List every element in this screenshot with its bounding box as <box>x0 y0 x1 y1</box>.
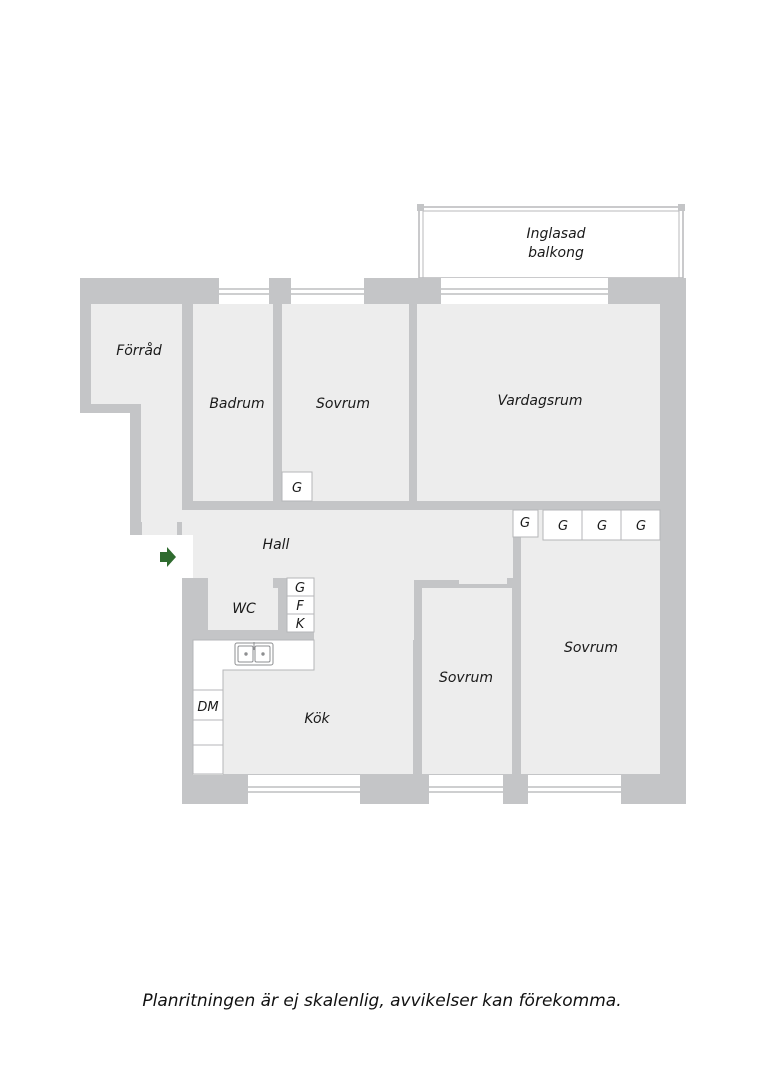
room-label-forrad: Förråd <box>116 342 162 359</box>
wardrobe-3 <box>620 509 661 541</box>
entrance-arrow-icon <box>160 547 176 567</box>
kitchen-sink-icon <box>234 642 274 666</box>
cabinet-label-k-hall: K <box>296 617 306 632</box>
cabinet-label-g-hall: G <box>295 581 305 596</box>
cabinet-label-g-sovrum: G <box>292 481 302 496</box>
room-label-vardagsrum: Vardagsrum <box>498 393 583 409</box>
cabinet-label-dm: DM <box>197 700 218 715</box>
cabinet-label-g-wardrobe-2: G <box>597 519 607 534</box>
room-label-hall: Hall <box>263 537 290 553</box>
room-label-sovrum-middle: Sovrum <box>439 670 493 686</box>
cabinet-g-hall-right <box>512 509 539 538</box>
window-kok <box>248 775 360 804</box>
wardrobe-1 <box>542 509 583 541</box>
disclaimer-text: Planritningen är ej skalenlig, avvikelse… <box>142 991 622 1011</box>
cabinet-g-sovrum <box>281 471 313 502</box>
cabinet-label-g-wardrobe-3: G <box>636 519 646 534</box>
interior-walls <box>182 304 660 774</box>
window-badrum <box>219 278 269 304</box>
room-label-sovrum-right: Sovrum <box>564 640 618 656</box>
window-vardagsrum <box>441 278 608 304</box>
window-sovrum-middle <box>429 775 503 804</box>
cabinet-label-g-wardrobe-1: G <box>558 519 568 534</box>
windows <box>219 278 621 804</box>
cabinets <box>281 471 661 633</box>
balcony <box>417 204 685 279</box>
room-label-sovrum-top: Sovrum <box>316 396 370 412</box>
cabinet-label-f-hall: F <box>296 599 304 614</box>
room-label-balkong-line1: Inglasad <box>526 226 585 242</box>
room-floors <box>91 304 660 775</box>
cabinet-label-g-hall-right: G <box>520 516 530 531</box>
room-label-wc: WC <box>232 601 256 617</box>
room-label-badrum: Badrum <box>209 396 264 412</box>
window-sovrum-top <box>291 278 364 304</box>
window-sovrum-right <box>528 775 621 804</box>
cabinet-k-hall <box>286 613 315 633</box>
entrance-opening <box>182 535 193 578</box>
room-label-kok: Kök <box>304 711 330 727</box>
room-label-balkong-line2: balkong <box>528 245 584 261</box>
